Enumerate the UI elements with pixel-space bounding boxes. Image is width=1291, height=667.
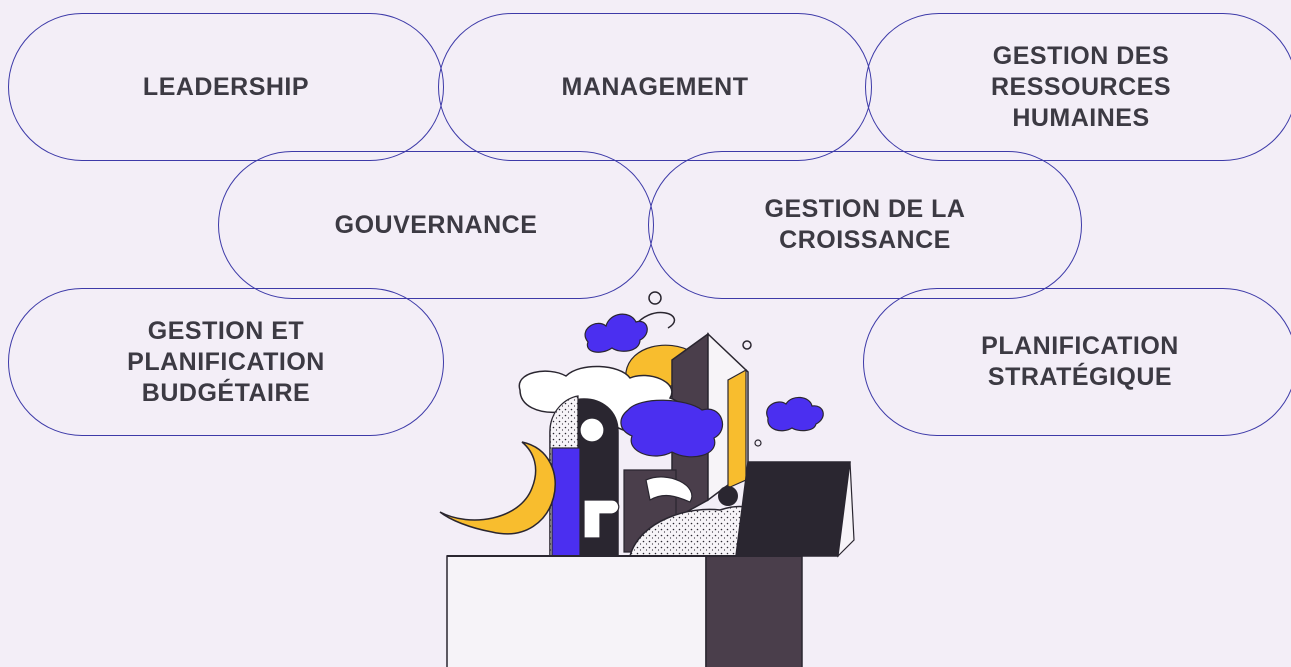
dark-dot-icon <box>718 486 738 506</box>
violet-column-icon <box>551 447 581 557</box>
bubble-small-icon <box>742 340 752 350</box>
pill-budget-line-2: PLANIFICATION <box>127 347 325 376</box>
pill-strategie-label: PLANIFICATION STRATÉGIQUE <box>981 331 1179 393</box>
pill-grh-line-2: RESSOURCES <box>990 72 1172 101</box>
violet-cloud-left-icon <box>584 313 648 353</box>
white-circle-icon <box>579 417 605 443</box>
white-curl-icon <box>645 476 693 503</box>
pill-croissance-label: GESTION DE LA CROISSANCE <box>765 194 966 256</box>
pill-leadership[interactable]: LEADERSHIP <box>8 13 444 161</box>
pill-strategie-line-1: PLANIFICATION <box>981 332 1179 360</box>
open-box-illustration <box>439 291 855 667</box>
yellow-bar-icon <box>727 368 747 489</box>
pill-gestion-planification-budgetaire[interactable]: GESTION ET PLANIFICATION BUDGÉTAIRE <box>8 288 444 436</box>
white-hand-shape-icon <box>583 499 620 539</box>
pill-gouvernance-label: GOUVERNANCE <box>334 210 538 239</box>
pill-budget-line-3: BUDGÉTAIRE <box>141 378 311 407</box>
pill-croissance-line-1: GESTION DE LA <box>764 195 966 223</box>
pill-planification-strategique[interactable]: PLANIFICATION STRATÉGIQUE <box>863 288 1291 436</box>
pill-croissance-line-2: CROISSANCE <box>779 226 951 254</box>
pill-budget-label: GESTION ET PLANIFICATION BUDGÉTAIRE <box>127 316 325 409</box>
box-front-panel-icon <box>446 555 707 667</box>
box-back-flap-icon <box>735 461 851 557</box>
pill-management-label: MANAGEMENT <box>561 72 749 101</box>
pill-grh-line-3: HUMAINES <box>1012 103 1150 132</box>
yellow-crescent-moon-icon <box>439 441 556 535</box>
pill-gestion-croissance[interactable]: GESTION DE LA CROISSANCE <box>648 151 1082 299</box>
box-side-flap-icon <box>837 461 855 558</box>
violet-cloud-right-icon <box>766 396 824 432</box>
bubble-top-icon <box>648 291 662 305</box>
bubble-tiny-icon <box>754 439 762 447</box>
pill-budget-line-1: GESTION ET <box>147 316 305 345</box>
pill-leadership-label: LEADERSHIP <box>142 72 310 101</box>
pill-gestion-ressources-humaines[interactable]: GESTION DES RESSOURCES HUMAINES <box>865 13 1291 161</box>
pill-gouvernance[interactable]: GOUVERNANCE <box>218 151 654 299</box>
pill-strategie-line-2: STRATÉGIQUE <box>987 363 1173 391</box>
box-side-panel-icon <box>705 555 803 667</box>
pill-grh-line-1: GESTION DES <box>992 41 1170 70</box>
violet-blob-icon <box>620 399 724 458</box>
pill-management[interactable]: MANAGEMENT <box>438 13 872 161</box>
pill-grh-label: GESTION DES RESSOURCES HUMAINES <box>991 41 1171 134</box>
